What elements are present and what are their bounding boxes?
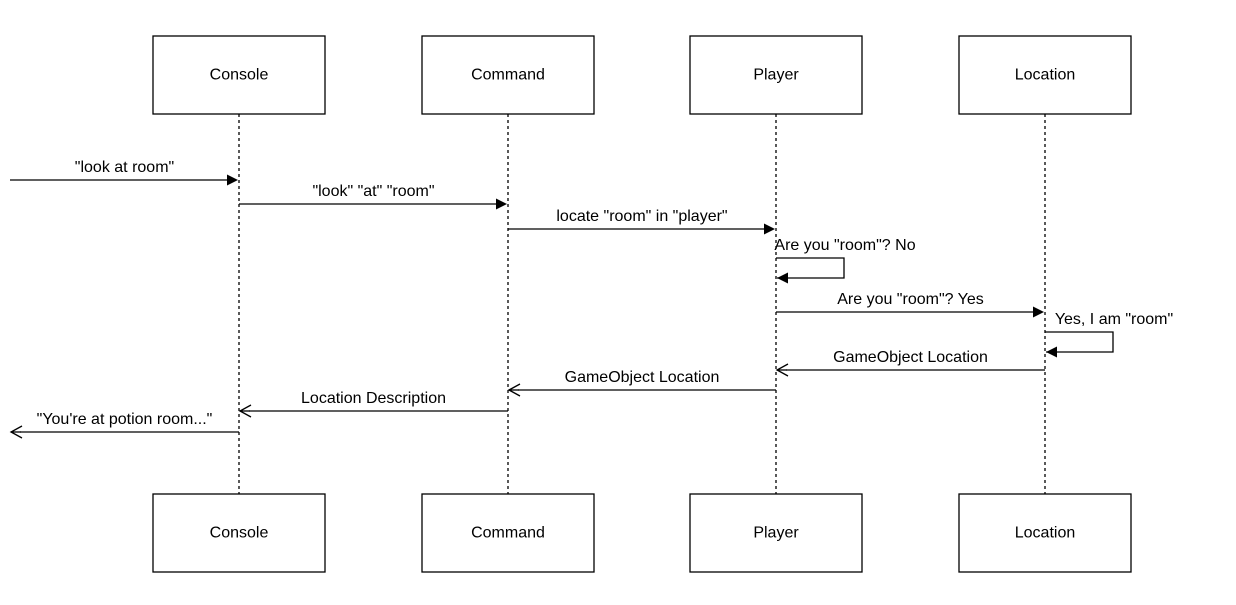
message-gameobject-location-1: GameObject Location bbox=[775, 349, 1045, 377]
participant-command-bottom: Command bbox=[421, 493, 595, 573]
message-label: "look" "at" "room" bbox=[312, 183, 434, 200]
message-label: locate "room" in "player" bbox=[556, 208, 727, 225]
participant-box bbox=[689, 35, 863, 115]
participant-console-top: Console bbox=[152, 35, 326, 115]
participant-label: Command bbox=[471, 67, 545, 84]
participant-console-bottom: Console bbox=[152, 493, 326, 573]
participant-location-top: Location bbox=[958, 35, 1132, 115]
participant-box bbox=[421, 493, 595, 573]
message-label: "You're at potion room..." bbox=[37, 411, 213, 428]
message-are-you-yes: Are you "room"? Yes bbox=[776, 291, 1044, 318]
participant-box bbox=[421, 35, 595, 115]
participant-box bbox=[689, 493, 863, 573]
participants: ConsoleConsoleCommandCommandPlayerPlayer… bbox=[152, 35, 1132, 573]
participant-label: Command bbox=[471, 525, 545, 542]
message-potion-room: "You're at potion room..." bbox=[9, 411, 239, 439]
message-label: Yes, I am "room" bbox=[1055, 311, 1173, 328]
participant-box bbox=[958, 35, 1132, 115]
message-line bbox=[776, 257, 845, 279]
message-locate: locate "room" in "player" bbox=[508, 208, 775, 235]
arrowhead bbox=[1033, 306, 1044, 318]
participant-box bbox=[152, 35, 326, 115]
arrowhead bbox=[1046, 346, 1057, 358]
participant-label: Console bbox=[210, 525, 269, 542]
participant-player-top: Player bbox=[689, 35, 863, 115]
messages: "look at room" "look" "at" "room" locate "… bbox=[9, 159, 1173, 439]
message-tokens: "look" "at" "room" bbox=[239, 183, 507, 210]
arrowhead bbox=[777, 272, 788, 284]
message-yes-i-am: Yes, I am "room" bbox=[1045, 311, 1173, 358]
message-label: GameObject Location bbox=[565, 369, 720, 386]
message-label: Are you "room"? No bbox=[774, 237, 915, 254]
message-label: "look at room" bbox=[75, 159, 174, 176]
message-line bbox=[1045, 331, 1114, 353]
message-location-description: Location Description bbox=[238, 390, 508, 418]
participant-box bbox=[152, 493, 326, 573]
participant-label: Player bbox=[753, 525, 799, 542]
participant-location-bottom: Location bbox=[958, 493, 1132, 573]
participant-label: Location bbox=[1015, 67, 1076, 84]
message-label: Location Description bbox=[301, 390, 446, 407]
message-label: Are you "room"? Yes bbox=[837, 291, 984, 308]
participant-label: Location bbox=[1015, 525, 1076, 542]
arrowhead bbox=[764, 223, 775, 235]
participant-label: Console bbox=[210, 67, 269, 84]
message-are-you-no: Are you "room"? No bbox=[774, 237, 916, 284]
participant-player-bottom: Player bbox=[689, 493, 863, 573]
participant-box bbox=[958, 493, 1132, 573]
arrowhead bbox=[496, 198, 507, 210]
arrowhead bbox=[227, 174, 238, 186]
participant-label: Player bbox=[753, 67, 799, 84]
message-gameobject-location-2: GameObject Location bbox=[507, 369, 776, 397]
participant-command-top: Command bbox=[421, 35, 595, 115]
message-label: GameObject Location bbox=[833, 349, 988, 366]
message-look-at-room: "look at room" bbox=[10, 159, 238, 186]
